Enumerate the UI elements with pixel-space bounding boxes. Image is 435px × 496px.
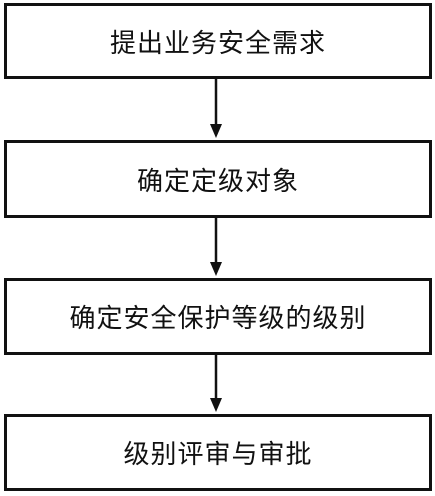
step-box-3: 确定安全保护等级的级别 bbox=[4, 278, 432, 355]
arrow-1-to-2 bbox=[210, 79, 222, 138]
arrow-2-to-3 bbox=[210, 218, 222, 276]
step-label-4: 级别评审与审批 bbox=[123, 440, 313, 470]
step-label-3: 确定安全保护等级的级别 bbox=[69, 304, 367, 334]
step-box-4: 级别评审与审批 bbox=[4, 414, 432, 491]
arrow-3-to-4 bbox=[210, 355, 222, 412]
step-box-1: 提出业务安全需求 bbox=[4, 3, 432, 79]
step-label-2: 确定定级对象 bbox=[136, 166, 299, 197]
step-box-2: 确定定级对象 bbox=[4, 140, 432, 218]
step-label-1: 提出业务安全需求 bbox=[109, 28, 326, 59]
